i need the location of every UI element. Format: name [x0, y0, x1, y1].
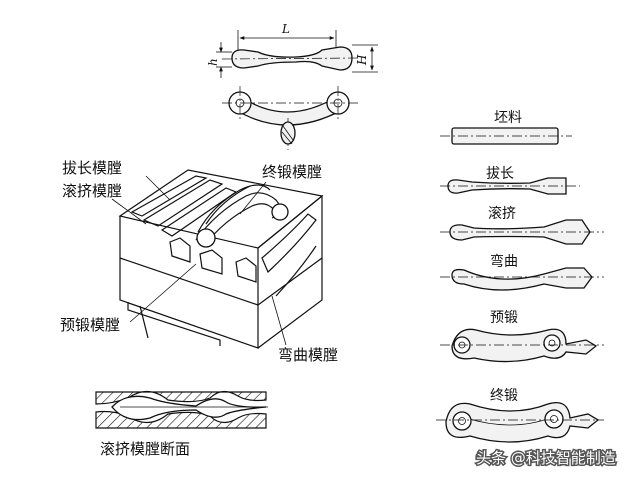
cavity-labels: 拔长模膛 滚挤模膛 终锻模膛 预锻模膛 弯曲模膛: [60, 159, 338, 364]
label-roll-cavity: 滚挤模膛: [62, 182, 122, 200]
step-blank-label: 坯料: [494, 110, 522, 126]
dimension-h-label: h: [206, 58, 220, 66]
label-draw-cavity: 拔长模膛: [62, 159, 122, 177]
dimension-length-label: L: [281, 22, 290, 36]
step-preforge-label: 预锻: [490, 310, 518, 326]
label-finish-cavity: 终锻模膛: [262, 163, 322, 181]
step-roll-label: 滚挤: [488, 205, 516, 222]
forging-part-drawing: L h H: [206, 22, 378, 150]
die-block: [118, 169, 324, 349]
step-bend-label: 弯曲: [490, 253, 518, 270]
dimension-H-label: H: [355, 54, 369, 66]
label-bend-cavity: 弯曲模膛: [278, 346, 338, 364]
roll-cavity-section: 滚挤模膛断面: [95, 390, 268, 458]
watermark: 头条 @科技智能制造: [475, 448, 618, 469]
label-preforge-cavity: 预锻模膛: [60, 316, 120, 334]
watermark-text: 头条 @科技智能制造: [476, 449, 616, 467]
step-finish-label: 终锻: [490, 388, 518, 404]
label-roll-section: 滚挤模膛断面: [100, 440, 190, 458]
forming-sequence: 坯料 拔长 滚挤 弯曲 预锻 终锻: [436, 110, 604, 443]
step-draw-label: 拔长: [486, 166, 514, 182]
